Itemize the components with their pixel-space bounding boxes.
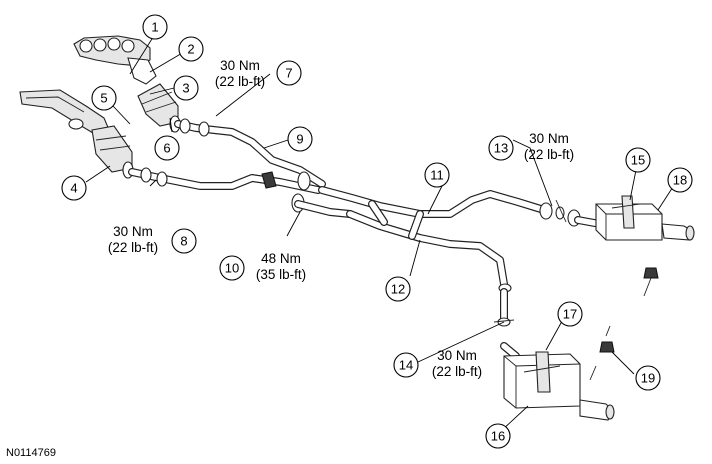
svg-text:30 Nm: 30 Nm — [437, 348, 477, 363]
torque-spec-14: 30 Nm (22 lb-ft) — [432, 348, 482, 379]
callout-17: 17 — [557, 301, 583, 327]
svg-text:(22 lb-ft): (22 lb-ft) — [108, 240, 158, 255]
muffler-lower — [503, 351, 615, 421]
callouts: 1 2 3 4 5 6 7 8 — [61, 14, 693, 449]
svg-text:12: 12 — [391, 282, 405, 297]
callout-18: 18 — [667, 167, 693, 193]
catalytic-converter-lower — [91, 125, 134, 179]
callout-4: 4 — [61, 175, 87, 201]
muffler-upper — [595, 195, 695, 241]
callout-13: 13 — [488, 135, 514, 161]
svg-text:10: 10 — [225, 261, 239, 276]
torque-specs: 30 Nm (22 lb-ft) 30 Nm (22 lb-ft) 48 Nm … — [108, 58, 574, 379]
callout-6: 6 — [154, 135, 180, 161]
hanger-lower — [589, 325, 615, 381]
callout-7: 7 — [276, 60, 302, 86]
figure-id: N0114769 — [6, 447, 56, 459]
front-pipe-upper — [174, 118, 326, 188]
callout-16: 16 — [485, 423, 511, 449]
svg-text:5: 5 — [100, 91, 107, 106]
rear-connector-lower — [493, 283, 520, 360]
callout-14: 14 — [393, 352, 419, 378]
svg-text:4: 4 — [70, 181, 77, 196]
svg-text:2: 2 — [187, 42, 194, 57]
rear-connector-upper — [539, 199, 604, 228]
svg-text:17: 17 — [563, 307, 577, 322]
callout-5: 5 — [91, 85, 117, 111]
svg-text:(22 lb-ft): (22 lb-ft) — [524, 147, 574, 162]
svg-text:13: 13 — [494, 141, 508, 156]
h-pipe-crossover — [318, 186, 548, 288]
svg-text:30 Nm: 30 Nm — [220, 58, 260, 73]
svg-text:15: 15 — [631, 153, 645, 168]
callout-12: 12 — [385, 276, 411, 302]
svg-text:19: 19 — [641, 371, 655, 386]
catalytic-converter-upper — [137, 83, 181, 133]
hanger-upper — [643, 267, 659, 297]
torque-spec-8: 30 Nm (22 lb-ft) — [108, 224, 158, 255]
svg-text:9: 9 — [296, 132, 303, 147]
svg-text:16: 16 — [491, 429, 505, 444]
torque-spec-13: 30 Nm (22 lb-ft) — [524, 131, 574, 162]
callout-11: 11 — [424, 162, 450, 188]
callout-15: 15 — [625, 147, 651, 173]
callout-2: 2 — [178, 36, 204, 62]
callout-8: 8 — [171, 228, 197, 254]
callout-19: 19 — [635, 365, 661, 391]
svg-text:30 Nm: 30 Nm — [529, 131, 569, 146]
svg-text:(22 lb-ft): (22 lb-ft) — [432, 364, 482, 379]
exhaust-components — [19, 35, 695, 421]
svg-text:18: 18 — [673, 173, 687, 188]
svg-text:11: 11 — [430, 168, 444, 183]
callout-1: 1 — [142, 14, 168, 40]
svg-text:7: 7 — [285, 66, 292, 81]
callout-3: 3 — [173, 75, 199, 101]
callout-9: 9 — [287, 126, 313, 152]
svg-text:1: 1 — [151, 20, 158, 35]
svg-text:30 Nm: 30 Nm — [113, 224, 153, 239]
torque-spec-7: 30 Nm (22 lb-ft) — [215, 58, 265, 89]
intermediate-pipe-front — [294, 200, 354, 218]
svg-text:14: 14 — [399, 358, 413, 373]
front-pipe-lower — [128, 167, 322, 194]
svg-text:6: 6 — [163, 141, 170, 156]
torque-spec-10: 48 Nm (35 lb-ft) — [256, 251, 306, 282]
callout-10: 10 — [219, 255, 245, 281]
svg-text:8: 8 — [180, 234, 187, 249]
svg-text:3: 3 — [182, 81, 189, 96]
svg-text:(22 lb-ft): (22 lb-ft) — [215, 74, 265, 89]
svg-text:48 Nm: 48 Nm — [261, 251, 301, 266]
svg-text:(35 lb-ft): (35 lb-ft) — [256, 267, 306, 282]
exhaust-manifold-upper — [73, 35, 157, 85]
